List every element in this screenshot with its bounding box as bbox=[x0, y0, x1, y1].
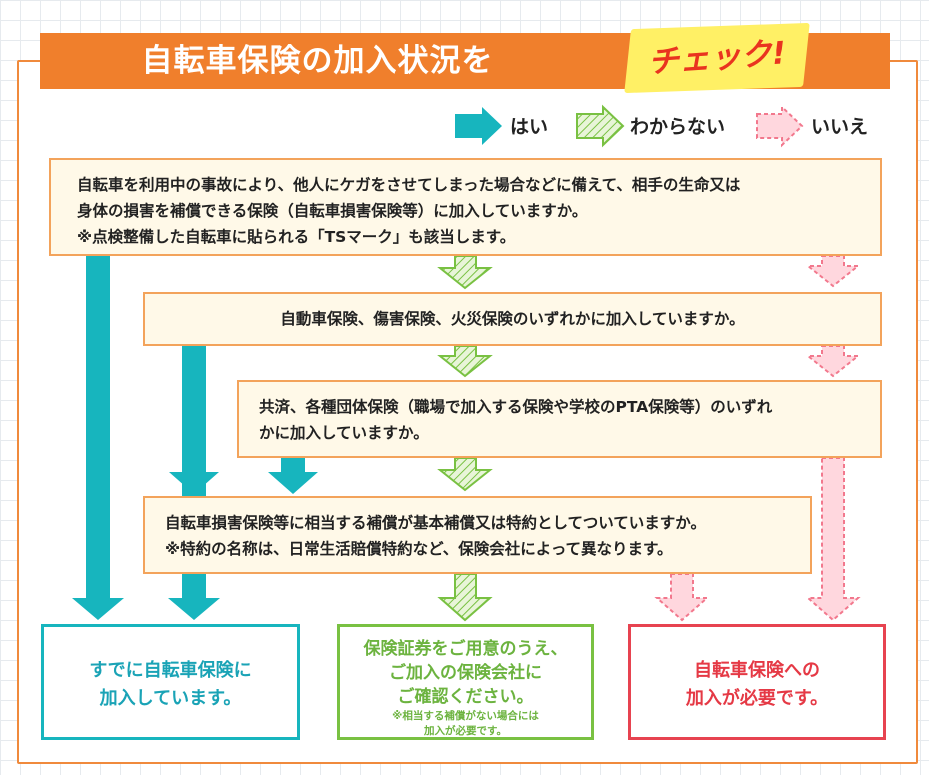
question-1-note: ※点検整備した自転車に貼られる「TSマーク」も該当します。 bbox=[77, 228, 516, 246]
result-required-line-1: 自転車保険への bbox=[694, 660, 820, 681]
no-arrow-q4 bbox=[654, 573, 710, 622]
result-insured-line-1: すでに自転車保険に bbox=[89, 660, 252, 681]
question-3-line-2: かに加入していますか。 bbox=[259, 424, 429, 442]
yes-arrow-q3-connector bbox=[169, 458, 219, 494]
unknown-arrow-q2 bbox=[437, 345, 493, 378]
question-3-box: 共済、各種団体保険（職場で加入する保険や学校のPTA保険等）のいずれ かに加入し… bbox=[237, 380, 882, 458]
legend-no-arrow-icon bbox=[756, 104, 804, 148]
result-check-line-2: ご加入の保険会社に bbox=[389, 663, 542, 683]
legend-unknown-label: わからない bbox=[630, 116, 726, 138]
result-insured-line-2: 加入しています。 bbox=[99, 688, 242, 709]
unknown-arrow-q3 bbox=[437, 457, 493, 492]
result-check-line-3: ご確認ください。 bbox=[397, 687, 534, 707]
unknown-arrow-q1 bbox=[437, 255, 493, 290]
result-insured-box: すでに自転車保険に 加入しています。 bbox=[41, 624, 300, 740]
question-2-line-1: 自動車保険、傷害保険、火災保険のいずれかに加入していますか。 bbox=[280, 310, 745, 328]
unknown-arrow-q4 bbox=[437, 573, 493, 622]
question-1-box: 自転車を利用中の事故により、他人にケガをさせてしまった場合などに備えて、相手の生… bbox=[49, 158, 882, 256]
question-4-line-1: 自転車損害保険等に相当する補償が基本補償又は特約としてついていますか。 bbox=[165, 514, 706, 532]
legend-no-label: いいえ bbox=[811, 116, 869, 138]
no-arrow-q3 bbox=[805, 457, 861, 622]
yes-arrow-q1 bbox=[72, 256, 124, 620]
legend-yes-label: はい bbox=[510, 116, 549, 138]
no-arrow-q2 bbox=[805, 345, 861, 378]
no-arrow-q1 bbox=[805, 255, 861, 288]
result-check-note-2: 加入が必要です。 bbox=[424, 725, 507, 737]
result-required-box: 自転車保険への 加入が必要です。 bbox=[628, 624, 886, 740]
page-title: 自転車保険の加入状況を bbox=[141, 43, 494, 79]
result-check-line-1: 保険証券をご用意のうえ、 bbox=[363, 639, 568, 659]
result-required-line-2: 加入が必要です。 bbox=[685, 688, 829, 709]
question-2-box: 自動車保険、傷害保険、火災保険のいずれかに加入していますか。 bbox=[143, 292, 882, 346]
legend-yes-arrow-icon bbox=[455, 107, 502, 145]
result-check-box: 保険証券をご用意のうえ、 ご加入の保険会社に ご確認ください。 ※相当する補償が… bbox=[337, 624, 594, 740]
question-4-box: 自転車損害保険等に相当する補償が基本補償又は特約としてついていますか。 ※特約の… bbox=[143, 496, 812, 574]
question-1-line-1: 自転車を利用中の事故により、他人にケガをさせてしまった場合などに備えて、相手の生… bbox=[77, 176, 741, 194]
question-1-line-2: 身体の損害を補償できる保険（自転車損害保険等）に加入していますか。 bbox=[77, 202, 588, 220]
legend-unknown-arrow-icon bbox=[576, 104, 625, 148]
question-3-line-1: 共済、各種団体保険（職場で加入する保険や学校のPTA保険等）のいずれ bbox=[259, 398, 773, 416]
yes-arrow-q3 bbox=[268, 458, 318, 494]
question-4-note: ※特約の名称は、日常生活賠償特約など、保険会社によって異なります。 bbox=[165, 540, 673, 558]
result-check-note-1: ※相当する補償がない場合には bbox=[392, 710, 539, 722]
